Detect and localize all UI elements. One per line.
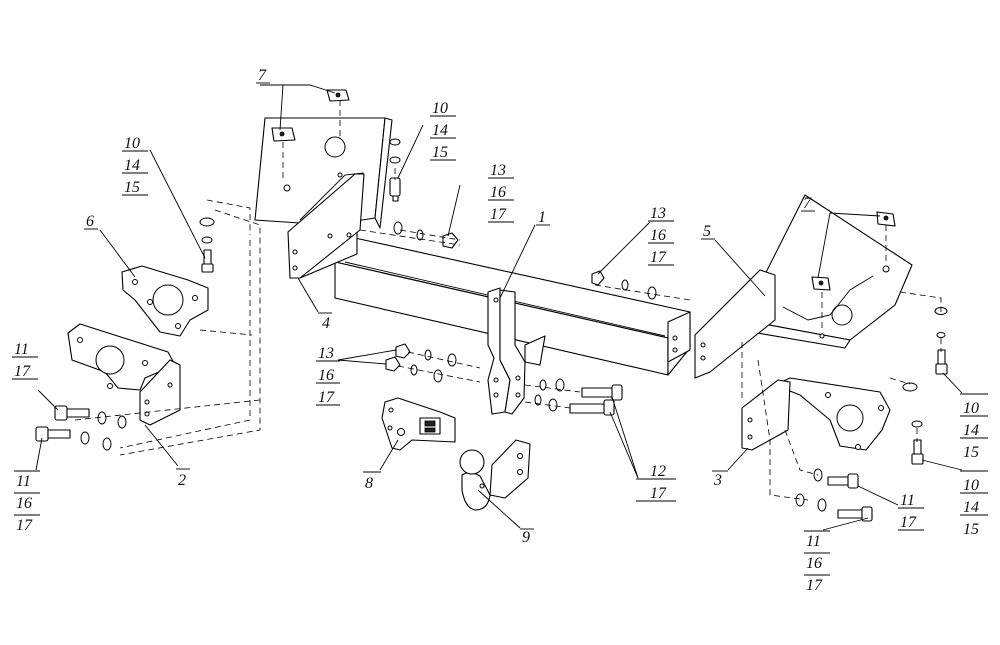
label-5: 5 [703,223,711,240]
socket-plate-part-8 [381,397,456,451]
bolt-part-10-upper-left [389,138,401,202]
label-17-right-b: 17 [806,577,823,594]
label-17-left-a: 17 [14,363,31,380]
label-14-left: 14 [124,157,140,174]
label-11-right-a: 11 [900,492,915,509]
label-10-upper: 10 [432,100,448,117]
label-10-right-lower: 10 [963,477,979,494]
label-13-center: 13 [318,345,334,362]
bracket-part-4 [254,117,393,279]
leader-lines [35,84,963,531]
bolt-part-10-left [199,217,215,273]
label-15-right-upper: 15 [963,444,979,461]
label-7-right: 7 [803,195,812,212]
plate-part-6 [121,265,209,337]
tow-ball-part-9 [459,439,531,511]
label-16-center: 16 [318,367,334,384]
bolt-part-11-left [35,405,127,451]
label-13-upper: 13 [490,162,506,179]
label-16-right: 16 [650,227,666,244]
assembly-guide-lines [74,100,942,501]
bolt-part-11-right [795,468,873,522]
label-9: 9 [522,529,530,546]
label-2: 2 [178,472,186,489]
label-11-right-b: 11 [806,533,821,550]
bracket-part-2 [67,323,181,426]
label-8: 8 [365,475,373,492]
label-14-right-upper: 14 [963,422,979,439]
spacer-part-7-left [271,89,350,142]
label-15-right-lower: 15 [963,521,979,538]
label-17-center: 17 [318,389,335,406]
bracket-part-5 [694,194,913,379]
nut-set-13-upper [393,221,459,249]
bolt-part-12 [534,378,623,416]
label-16-right-b: 16 [806,555,822,572]
label-10-left: 10 [124,135,140,152]
label-17-right: 17 [650,249,667,266]
label-14-upper: 14 [432,122,448,139]
nut-set-13-center [385,343,457,383]
label-17-bolt12: 17 [650,485,667,502]
label-16-upper: 16 [490,184,506,201]
bracket-part-3 [741,377,891,451]
label-3: 3 [713,472,722,489]
label-7-left: 7 [258,67,267,84]
label-6: 6 [86,213,94,230]
label-11-left-a: 11 [14,341,29,358]
nut-set-13-right [591,270,657,300]
label-10-right-upper: 10 [963,400,979,417]
label-11-left-b: 11 [16,473,31,490]
label-4: 4 [322,315,330,332]
label-17-left-b: 17 [16,517,33,534]
label-12: 12 [650,463,666,480]
spacer-part-7-right [811,211,896,291]
label-1: 1 [538,209,546,226]
cross-beam-part-1 [291,227,691,415]
label-13-right: 13 [650,205,666,222]
bolt-part-10-right-lower [902,382,924,465]
label-16-left-b: 16 [16,495,32,512]
label-17-upper: 17 [490,206,507,223]
label-14-right-lower: 14 [963,499,979,516]
label-15-upper: 15 [432,144,448,161]
part-labels: 7 10 14 15 10 14 15 13 16 17 13 16 17 1 … [12,67,988,594]
label-17-right-a: 17 [900,514,917,531]
label-15-left: 15 [124,179,140,196]
